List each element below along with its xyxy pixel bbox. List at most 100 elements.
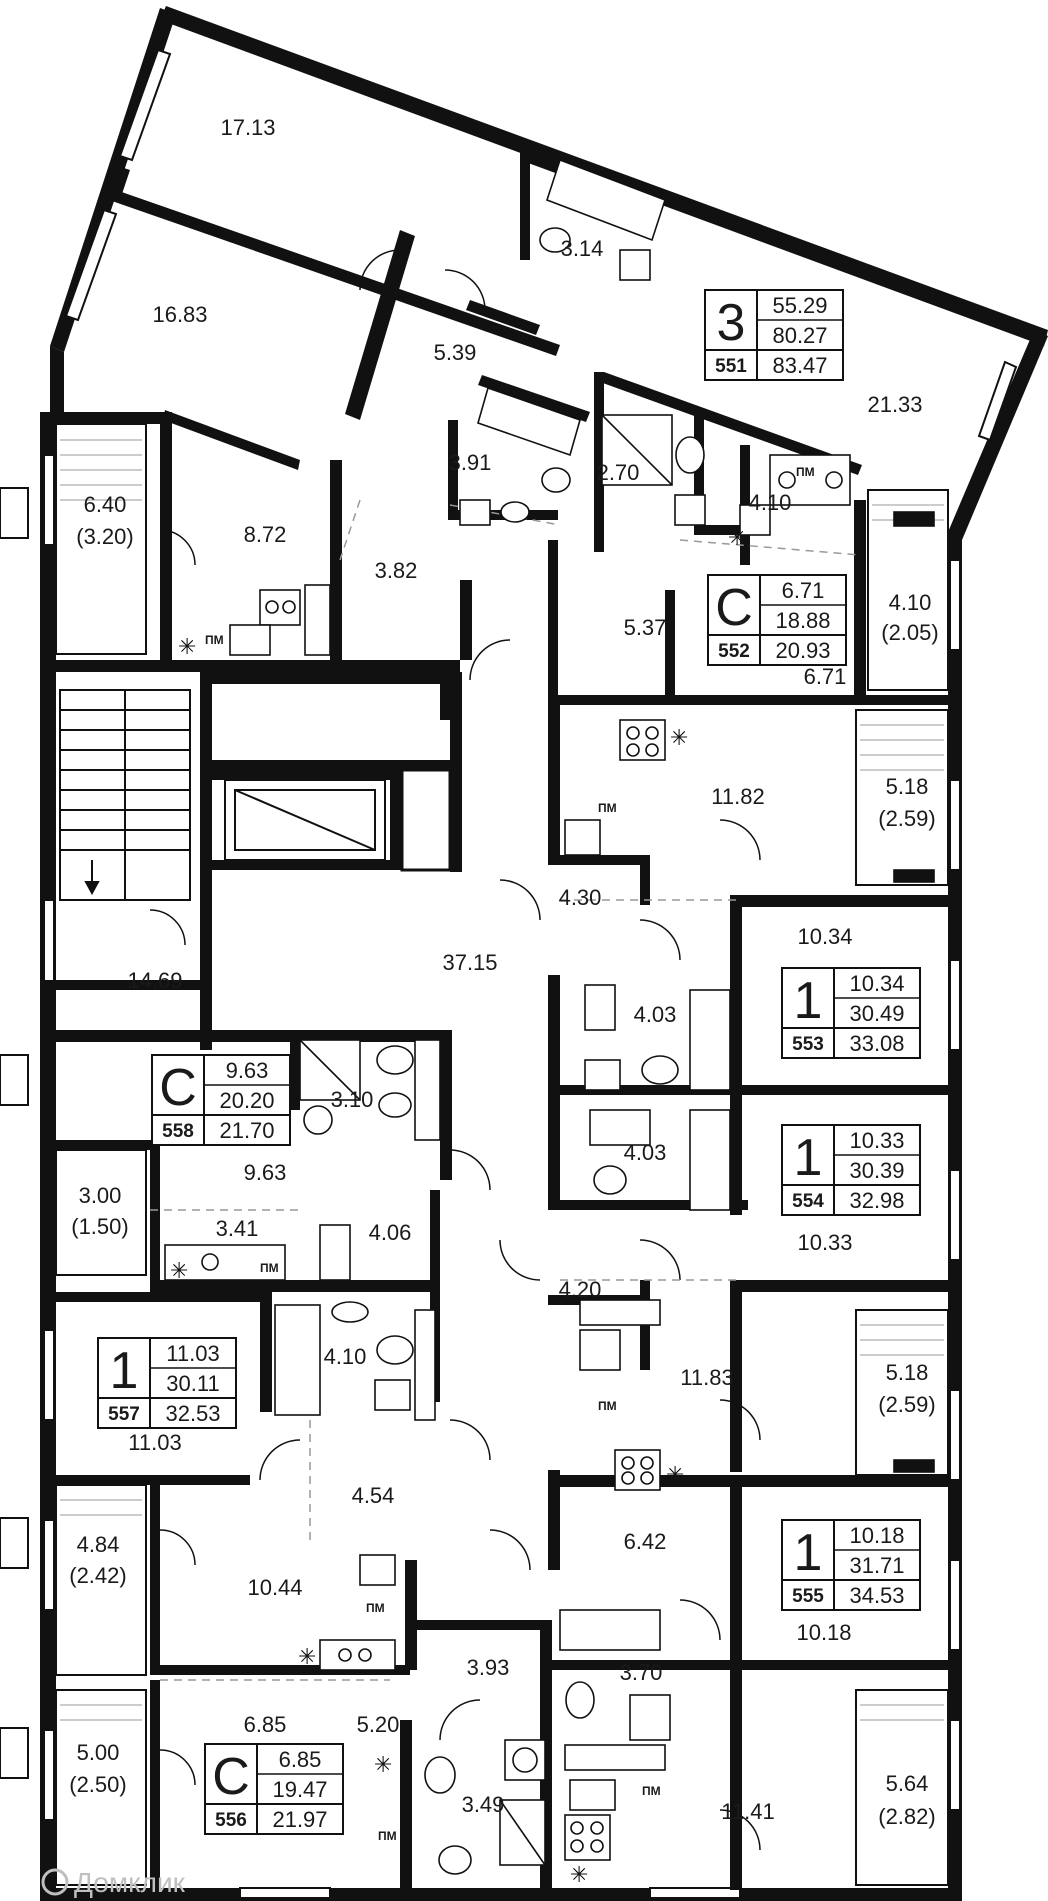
room-area-label: 11.03 xyxy=(128,1430,181,1455)
kitchen-label: ПМ xyxy=(366,1601,385,1615)
room-area-label: 4.03 xyxy=(634,1002,677,1027)
watermark: Домклик xyxy=(41,1867,186,1898)
apartment-area: 9.63 xyxy=(226,1058,269,1083)
room-area-label: 8.72 xyxy=(244,522,287,547)
room-area-label: 5.20 xyxy=(357,1712,400,1737)
room-area-label: 2.70 xyxy=(597,460,640,485)
apartment-area: 30.39 xyxy=(849,1158,904,1183)
windows xyxy=(43,48,1018,1899)
room-area-label: 4.20 xyxy=(559,1277,602,1302)
room-area-label: 10.33 xyxy=(797,1230,852,1255)
room-area-label: 21.33 xyxy=(867,392,922,417)
exterior-units xyxy=(0,487,29,1779)
room-area-label: (2.59) xyxy=(878,806,935,831)
apartment-area: 55.29 xyxy=(772,293,827,318)
room-area-label: 4.84 xyxy=(77,1532,120,1557)
room-area-label: 3.91 xyxy=(449,450,492,475)
apartment-area: 80.27 xyxy=(772,323,827,348)
room-area-label: 4.54 xyxy=(352,1483,395,1508)
room-area-label: 3.41 xyxy=(216,1216,259,1241)
apartment-area: 19.47 xyxy=(272,1777,327,1802)
ventilation-icons: ✳ ✳ ✳ ✳ ✳ ✳ ✳ ✳ xyxy=(170,526,746,1888)
room-area-label: 9.63 xyxy=(244,1160,287,1185)
elevator xyxy=(224,779,386,861)
room-area-label: 5.39 xyxy=(434,340,477,365)
room-count: 3 xyxy=(717,294,746,352)
apartment-number: 552 xyxy=(718,641,750,662)
ventilation-icon: ✳ xyxy=(374,1753,392,1778)
kitchen-label: ПМ xyxy=(796,465,815,479)
doors xyxy=(149,249,781,1851)
fixtures xyxy=(164,158,935,1875)
ventilation-icon: ✳ xyxy=(298,1645,316,1670)
apartment-area: 10.33 xyxy=(849,1128,904,1153)
room-area-label: (2.42) xyxy=(69,1563,126,1588)
apartment-number: 551 xyxy=(715,356,747,377)
room-area-label: (2.50) xyxy=(69,1772,126,1797)
kitchen-label: ПМ xyxy=(378,1829,397,1843)
apartment-number: 554 xyxy=(792,1191,824,1212)
apartment-area: 83.47 xyxy=(772,353,827,378)
interior-walls xyxy=(40,150,960,1890)
apartment-area: 34.53 xyxy=(849,1583,904,1608)
balconies xyxy=(55,423,949,1886)
room-area-label: 4.03 xyxy=(624,1140,667,1165)
ventilation-icon: ✳ xyxy=(178,635,196,660)
balcony-hatching xyxy=(60,439,944,1721)
room-area-label: 3.00 xyxy=(79,1183,122,1208)
apartment-area: 20.20 xyxy=(219,1088,274,1113)
kitchen-label: ПМ xyxy=(598,1399,617,1413)
room-area-label: 6.40 xyxy=(84,492,127,517)
ventilation-icon: ✳ xyxy=(170,1259,188,1284)
ventilation-icon: ✳ xyxy=(666,1463,684,1488)
room-area-label: 6.71 xyxy=(804,664,847,689)
room-area-label: 3.14 xyxy=(561,236,604,261)
kitchen-label: ПМ xyxy=(598,801,617,815)
apartment-number: 556 xyxy=(215,1810,247,1831)
room-area-label: (2.82) xyxy=(878,1804,935,1829)
room-area-label: 5.37 xyxy=(624,615,667,640)
apartment-area: 33.08 xyxy=(849,1031,904,1056)
room-area-label: 6.42 xyxy=(624,1529,667,1554)
room-area-label: 4.30 xyxy=(559,885,602,910)
apartment-area: 32.53 xyxy=(165,1401,220,1426)
room-area-label: 6.85 xyxy=(244,1712,287,1737)
room-area-label: 17.13 xyxy=(220,115,275,140)
room-count: 1 xyxy=(794,972,823,1030)
apartment-area: 10.34 xyxy=(849,971,904,996)
ventilation-icon: ✳ xyxy=(570,1863,588,1888)
apartment-number: 558 xyxy=(162,1121,194,1142)
room-area-label: (2.05) xyxy=(881,620,938,645)
ventilation-icon: ✳ xyxy=(670,726,688,751)
room-area-label: 14.69 xyxy=(127,968,182,993)
kitchen-label: ПМ xyxy=(260,1261,279,1275)
room-area-label: 10.44 xyxy=(247,1575,302,1600)
room-area-label: 3.93 xyxy=(467,1655,510,1680)
watermark-text: Домклик xyxy=(74,1867,186,1898)
apartment-box-551: 3 551 55.29 80.27 83.47 xyxy=(704,289,844,381)
apartment-area: 6.85 xyxy=(279,1747,322,1772)
kitchen-label: ПМ xyxy=(205,633,224,647)
room-area-label: 5.00 xyxy=(77,1740,120,1765)
room-area-label: 4.10 xyxy=(324,1344,367,1369)
room-count: 1 xyxy=(110,1342,139,1400)
room-area-label: 5.18 xyxy=(886,1360,929,1385)
dishwasher-labels: ПМ ПМ ПМ ПМ ПМ ПМ ПМ ПМ xyxy=(205,465,815,1843)
apartment-number: 557 xyxy=(108,1404,140,1425)
room-area-label: (1.50) xyxy=(71,1214,128,1239)
room-area-label: 3.10 xyxy=(331,1087,374,1112)
room-area-label: 3.70 xyxy=(620,1660,663,1685)
apartment-area: 30.49 xyxy=(849,1001,904,1026)
apartment-area: 31.71 xyxy=(849,1553,904,1578)
room-area-label: 4.06 xyxy=(369,1220,412,1245)
room-count: 1 xyxy=(794,1129,823,1187)
